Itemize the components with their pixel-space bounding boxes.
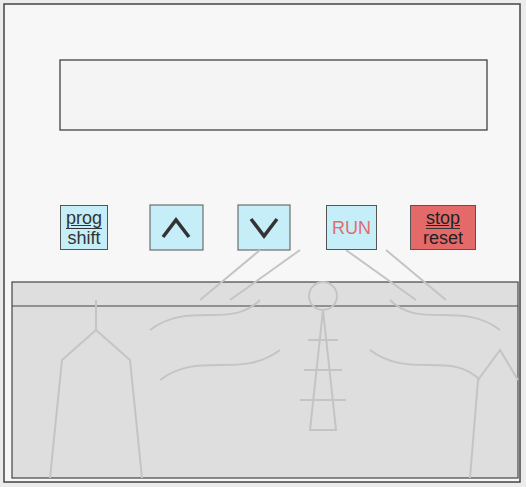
cover-line — [12, 305, 518, 306]
lower-cover — [12, 282, 518, 478]
run-button: RUN — [326, 205, 377, 250]
watermark-emblem — [50, 250, 518, 478]
button-label: stop — [426, 209, 460, 229]
button-label: RUN — [332, 219, 371, 237]
down-button — [238, 205, 290, 250]
down-arrow-symbol — [251, 219, 277, 236]
prog-shift-button: progshift — [60, 205, 108, 250]
button-label: shift — [67, 229, 100, 247]
panel-frame — [4, 4, 520, 482]
up-button — [150, 205, 203, 250]
button-label: reset — [423, 229, 463, 247]
stop-reset-button: stopreset — [410, 205, 476, 250]
up-arrow-symbol — [163, 220, 189, 237]
button-label: prog — [66, 209, 102, 229]
display-window — [60, 60, 487, 130]
